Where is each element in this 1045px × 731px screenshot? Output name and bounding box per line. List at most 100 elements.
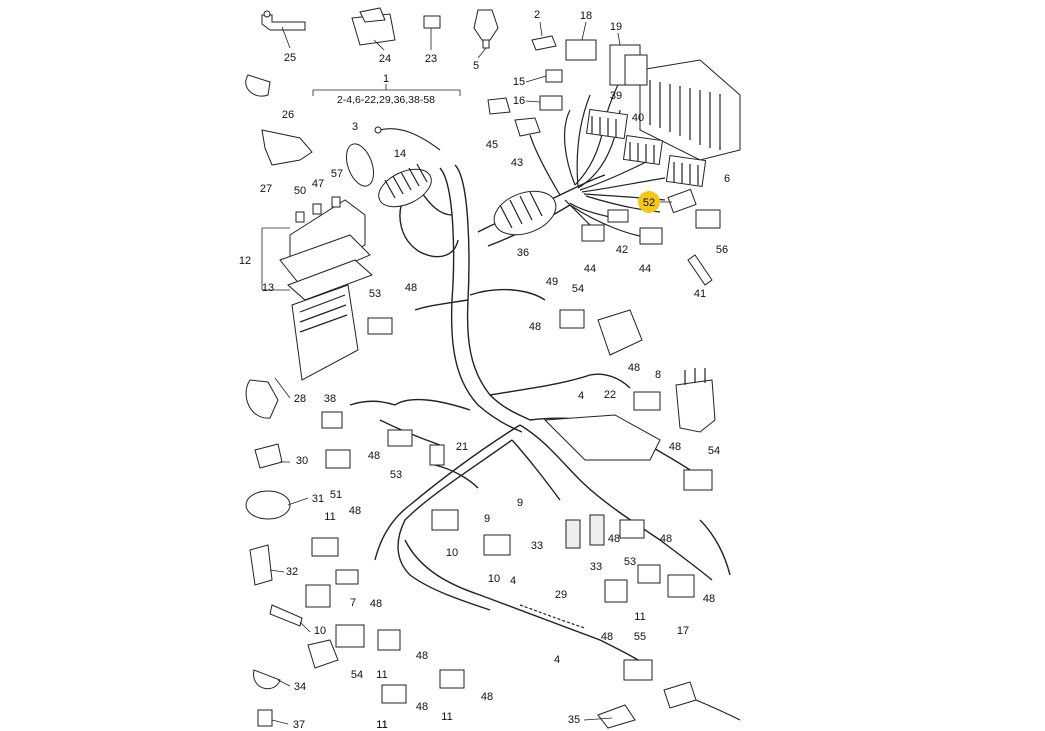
connectors [305,188,721,704]
callout: 27 [260,183,272,195]
callout: 28 [294,393,306,405]
callout: 9 [484,513,490,525]
callout: 14 [394,148,406,160]
callout: 4 [510,575,516,587]
shield-plate [543,414,661,461]
callout: 49 [546,276,558,288]
callout: 57 [331,168,343,180]
callout-header-range: 2-4,6-22,29,36,38-58 [337,94,435,106]
callout: 11 [376,669,387,681]
callout: 40 [632,112,644,124]
callout: 38 [324,393,336,405]
fuse-relay-box [609,44,741,161]
callout: 48 [601,631,613,643]
highlight-label: 52 [643,197,655,209]
highlight-marker-52[interactable]: 52 [638,191,672,213]
callout: 54 [708,445,720,457]
callout: 33 [531,540,543,552]
callout: 43 [511,157,523,169]
callout: 48 [370,598,382,610]
ecu-module [261,196,373,381]
callout: 41 [694,288,706,300]
callout: 39 [610,90,622,102]
callout: 42 [616,244,628,256]
callout: 48 [405,282,417,294]
callout: 2 [534,9,540,21]
callout: 25 [284,52,296,64]
callout: 48 [608,533,620,545]
callout: 48 [349,505,361,517]
callout: 54 [572,283,584,295]
callout: 55 [634,631,646,643]
callout-header-number: 1 [383,73,389,85]
callout: 32 [286,566,298,578]
callout: 6 [724,173,730,185]
callout: 48 [416,701,428,713]
callout: 53 [369,288,381,300]
highlight-circle [638,191,660,213]
callout: 31 [312,493,324,505]
callout: 53 [390,469,402,481]
grommets [345,126,557,236]
callout: 50 [294,185,306,197]
callout: 17 [677,625,689,637]
callout: 48 [669,441,681,453]
callout: 15 [513,76,525,88]
callout: 48 [529,321,541,333]
callout: 7 [350,597,356,609]
callout: 23 [425,53,437,65]
callout: 5 [473,60,479,72]
callout: 12 [239,255,251,267]
callout: 11 [376,719,387,731]
callout: 33 [590,561,602,573]
callout: 30 [296,455,308,467]
callout: 4 [578,390,584,402]
callout: 16 [513,95,525,107]
top-parts [245,7,597,166]
callout: 56 [716,244,728,256]
callout: 35 [568,714,580,726]
left-clips [245,379,339,727]
callout: 37 [293,719,305,731]
callout: 53 [624,556,636,568]
callout: 36 [517,247,529,259]
callout: 22 [604,389,616,401]
callout: 54 [351,669,363,681]
corrugated-tube [519,604,586,629]
callout: 48 [703,593,715,605]
callout: 19 [610,21,622,33]
callout: 48 [416,650,428,662]
callout: 21 [456,441,468,453]
callout: 11 [634,611,645,623]
callout: 45 [486,139,498,151]
callout: 26 [282,109,294,121]
callout: 51 [330,489,342,501]
right-parts [429,254,741,729]
callout: 10 [446,547,458,559]
callout-labels: 1 2-4,6-22,29,36,38-58 25 24 23 5 2 18 1… [239,9,730,731]
connector-blocks [585,108,707,187]
callout: 47 [312,178,324,190]
callout: 29 [555,589,567,601]
callout: 11 [324,511,335,523]
header-bracket [312,84,461,96]
callout: 48 [660,533,672,545]
callout: 13 [262,282,274,294]
callout: 4 [554,654,560,666]
callout: 18 [580,10,592,22]
callout: 11 [376,719,387,731]
callout: 44 [639,263,651,275]
callout: 10 [488,573,500,585]
callout: 48 [628,362,640,374]
callout: 44 [584,263,596,275]
callout: 11 [441,711,452,723]
callout: 48 [368,450,380,462]
callout: 24 [379,53,391,65]
leader-lines [269,21,621,725]
callout: 34 [294,681,306,693]
callout: 8 [655,369,661,381]
callout: 3 [352,121,358,133]
callout: 9 [517,497,523,509]
callout: 48 [481,691,493,703]
